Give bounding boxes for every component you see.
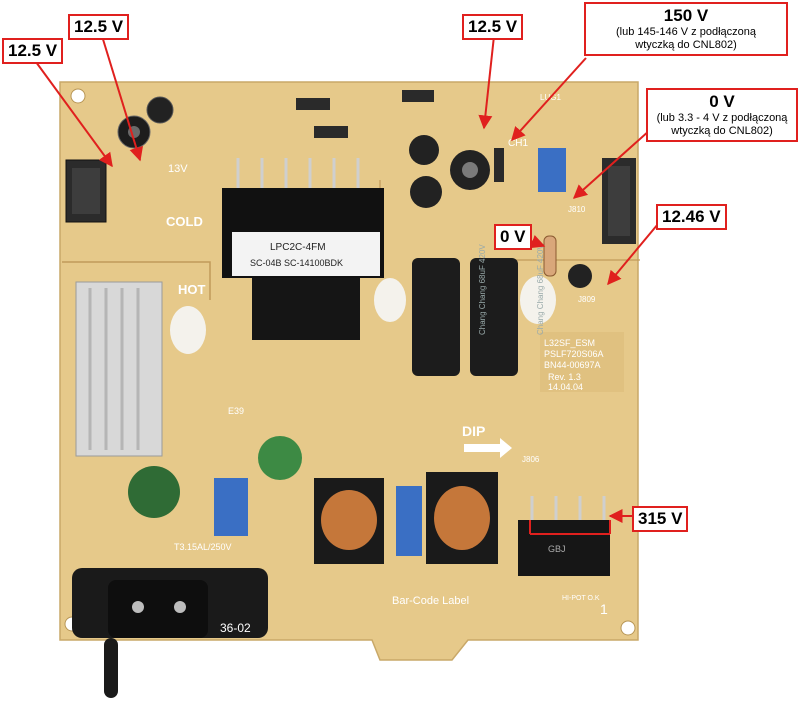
blue-capacitor [538,148,566,192]
j810-label: J810 [568,205,586,214]
callout-value: 12.5 V [468,17,518,36]
glue-blob [520,276,556,324]
mount-hole [620,620,636,636]
electrolytic-capacitor [146,96,174,124]
bridge-rectifier [518,520,610,576]
mount-hole [70,88,86,104]
barcode-label: Bar-Code Label [392,595,469,607]
board-id-3: BN44-00697A [544,360,601,370]
varistor [128,466,180,518]
callout-note: wtyczką do CNL802) [671,125,773,137]
voltage-callout-left-connector: 12.5 V [2,38,64,64]
measurement-arrows [35,35,659,535]
resistor [543,235,557,277]
hipot-label: HI-POT O.K [562,595,600,602]
voltage-callout-cap: 12.5 V [68,14,130,40]
voltage-callout-150v: 150 V (lub 145-146 V z podłączoną wtyczk… [584,2,788,56]
board-id-area [540,332,624,392]
silk-dip: DIP [462,423,485,439]
silk-e39: E39 [228,406,244,416]
transformer-pins [236,158,360,188]
callout-value: 12.46 V [662,207,721,226]
callout-note: (lub 3.3 - 4 V z podłączoną [656,112,788,124]
voltage-callout-0v-right: 0 V (lub 3.3 - 4 V z podłączoną wtyczką … [646,88,798,142]
bridge-legs [530,496,606,520]
voltage-callout-315v: 315 V [632,506,689,532]
callout-value: 0 V [500,227,526,246]
bottom-code: 36-02 [220,621,251,635]
transformer-label [232,232,380,276]
voltage-callout-12-46v: 12.46 V [656,204,727,230]
silk-cold: COLD [166,214,203,229]
silk-ch1: CH1 [508,138,528,149]
board-id-2: PSLF720S06A [544,349,604,359]
varistor [258,436,302,480]
ic-label: GBJ [548,544,566,554]
j809-label: J809 [578,295,596,304]
board-id-1: L32SF_ESM [544,338,595,348]
transformer-text-1: LPC2C-4FM [270,242,326,253]
transformer-text-2: SC-04B SC-14100BDK [250,258,343,268]
cap2-text: Chang Chang 68uF 420V [536,244,545,335]
callout-value: 12.5 V [74,17,124,36]
bulk-capacitor [412,258,460,376]
silk-hot: HOT [178,282,206,297]
callout-value: 0 V [709,92,735,111]
isolation-line [62,261,211,300]
x-capacitor [396,486,422,556]
bulk-capacitor [470,258,518,376]
callout-value: 150 V [663,6,709,25]
callout-value: 12.5 V [8,41,58,60]
silk-13v: 13V [168,163,188,175]
circle-one: 1 [600,601,608,617]
callout-value: 315 V [638,509,683,528]
diodes [296,90,504,182]
rev-label: Rev. 1.3 [548,372,581,382]
j806-label: J806 [522,455,540,464]
electrolytic-capacitor [409,135,439,165]
glue-blob [374,278,406,322]
callout-note: wtyczką do CNL802) [635,39,737,51]
voltage-callout-0v-resistor: 0 V [494,224,532,250]
electrolytic-capacitor [568,264,592,288]
x-capacitor [214,478,248,536]
electrolytic-capacitor [410,176,442,208]
transformer-base [252,278,360,340]
voltage-callout-diode: 12.5 V [462,14,524,40]
date-label: 14.04.04 [548,382,583,392]
callout-note: (lub 145-146 V z podłączoną [615,26,757,38]
dip-arrow [464,438,512,458]
cap1-text: Chang Chang 68uF 420V [478,244,487,335]
glue-blob [170,306,206,354]
fuse-text: T3.15AL/250V [174,542,232,552]
